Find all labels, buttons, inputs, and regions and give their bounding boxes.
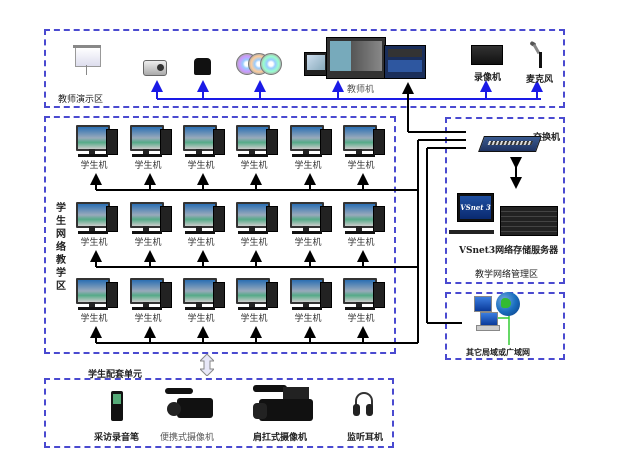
server-monitor-icon: VSnet 3 (457, 193, 494, 222)
student-computer-label: 学生机 (134, 238, 162, 248)
student-computer-icon (236, 202, 278, 242)
server-keyboard-icon (449, 230, 494, 234)
projection-screen-icon (73, 45, 101, 75)
student-computer-label: 学生机 (80, 238, 108, 248)
student-computer-label: 学生机 (134, 314, 162, 324)
student-computer-label: 学生机 (240, 161, 268, 171)
wan-zone-label: 其它局域或广域网 (466, 347, 530, 357)
headphones-icon (353, 392, 373, 418)
shoulder-camcorder-label: 肩扛式摄像机 (253, 433, 308, 443)
voice-recorder-label: 采访录音笔 (94, 433, 140, 443)
student-computer-icon (290, 278, 332, 318)
student-computer-icon (76, 202, 118, 242)
student-computer-label: 学生机 (294, 314, 322, 324)
student-computer-label: 学生机 (187, 161, 215, 171)
management-zone (445, 117, 565, 284)
student-computer-label: 学生机 (347, 161, 375, 171)
student-computer-icon (130, 202, 172, 242)
student-computer-icon (130, 125, 172, 165)
microphone-icon (529, 40, 546, 68)
student-computer-icon (183, 278, 225, 318)
student-zone-label: 学生网络教学区 (56, 203, 66, 292)
student-computer-icon (183, 202, 225, 242)
accessory-zone (44, 378, 394, 448)
projector-icon (143, 60, 167, 76)
recorder-icon (471, 45, 503, 65)
student-computer-label: 学生机 (347, 238, 375, 248)
teacher-zone-label: 教师演示区 (58, 95, 104, 105)
student-computer-label: 学生机 (294, 238, 322, 248)
accessory-zone-title: 学生配套单元 (88, 370, 143, 380)
student-computer-label: 学生机 (80, 314, 108, 324)
student-computer-label: 学生机 (294, 161, 322, 171)
switch-icon (478, 136, 542, 152)
double-arrow-icon (198, 353, 216, 377)
student-computer-icon (290, 202, 332, 242)
disc-icon (236, 53, 282, 75)
shoulder-camcorder-icon (253, 385, 315, 425)
student-computer-icon (130, 278, 172, 318)
handheld-camcorder-label: 便携式摄像机 (160, 433, 215, 443)
student-computer-icon (343, 202, 385, 242)
switch-label: 交换机 (533, 133, 561, 143)
network-computers-icon (472, 296, 500, 334)
teacher-machine-label: 教师机 (347, 85, 375, 95)
server-screen-text: VSnet 3 (460, 196, 491, 219)
student-computer-label: 学生机 (80, 161, 108, 171)
student-computer-label: 学生机 (187, 314, 215, 324)
student-computer-label: 学生机 (240, 238, 268, 248)
student-computer-label: 学生机 (187, 238, 215, 248)
student-computer-icon (76, 125, 118, 165)
student-computer-label: 学生机 (240, 314, 268, 324)
student-computer-label: 学生机 (134, 161, 162, 171)
student-computer-icon (343, 125, 385, 165)
microphone-label: 麦克风 (526, 75, 554, 85)
globe-icon (496, 292, 520, 316)
recorder-label: 录像机 (474, 73, 502, 83)
student-computer-label: 学生机 (347, 314, 375, 324)
headphones-label: 监听耳机 (347, 433, 384, 443)
management-zone-label: 教学网络管理区 (475, 270, 539, 280)
visualizer-icon (194, 58, 211, 75)
student-computer-icon (236, 278, 278, 318)
student-computer-icon (290, 125, 332, 165)
handheld-camcorder-icon (163, 388, 218, 422)
student-teaching-zone (44, 116, 396, 354)
student-computer-icon (236, 125, 278, 165)
teacher-workstation-icon (304, 35, 426, 80)
student-computer-icon (183, 125, 225, 165)
voice-recorder-icon (111, 391, 123, 421)
student-computer-icon (343, 278, 385, 318)
server-rack-icon (500, 206, 558, 236)
student-computer-icon (76, 278, 118, 318)
teacher-demo-zone (44, 29, 565, 108)
server-label: VSnet3网络存储服务器 (459, 246, 559, 256)
